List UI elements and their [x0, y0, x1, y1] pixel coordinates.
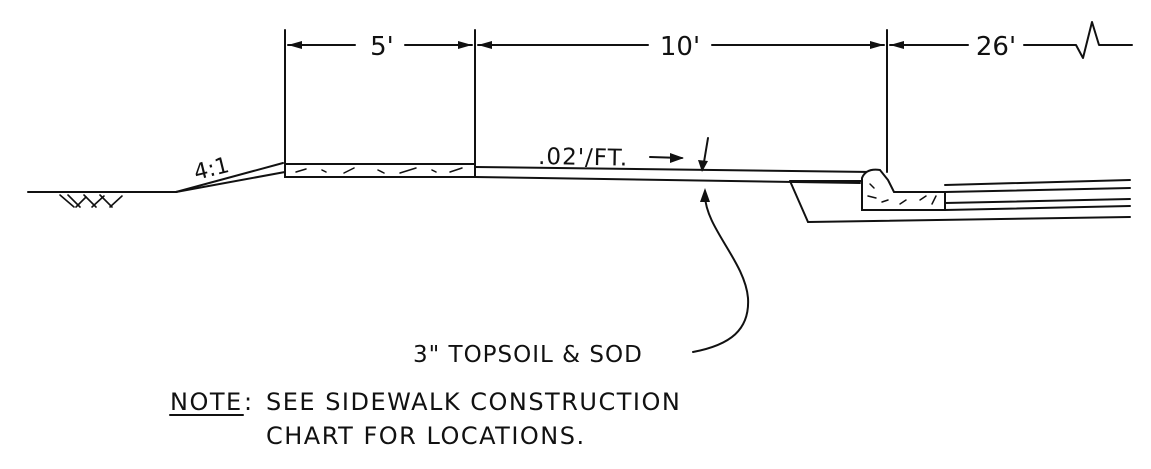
- dimension-sidewalk-width: 5': [370, 32, 394, 62]
- note-line-2: CHART FOR LOCATIONS.: [266, 422, 586, 450]
- existing-ground-line: [27, 162, 286, 193]
- cross-slope-arrow: [649, 137, 709, 172]
- note-line-1: SEE SIDEWALK CONSTRUCTION: [266, 388, 681, 416]
- dimension-grass-strip-width: 10': [660, 32, 700, 62]
- dimension-roadway-width: 26': [976, 32, 1016, 62]
- topsoil-label: 3" TOPSOIL & SOD: [413, 342, 643, 368]
- side-slope-label: 4:1: [191, 153, 231, 186]
- dimension-line-roadway: [889, 21, 1133, 59]
- cross-slope-label: .02'/FT.: [538, 144, 629, 172]
- topsoil-leader: [692, 188, 750, 353]
- extension-lines: [284, 29, 888, 173]
- curb-and-gutter: [861, 168, 946, 211]
- road-pavement-layers: [789, 179, 1131, 223]
- note-separator: :: [244, 388, 254, 416]
- ground-hatch-symbol: [59, 194, 123, 208]
- note-block: NOTE : SEE SIDEWALK CONSTRUCTION CHART F…: [169, 388, 681, 450]
- sidewalk-slab: [284, 163, 476, 178]
- dimension-line-grass-strip: [477, 41, 885, 49]
- note-heading: NOTE: [170, 388, 243, 416]
- dimension-line-sidewalk: [287, 41, 473, 49]
